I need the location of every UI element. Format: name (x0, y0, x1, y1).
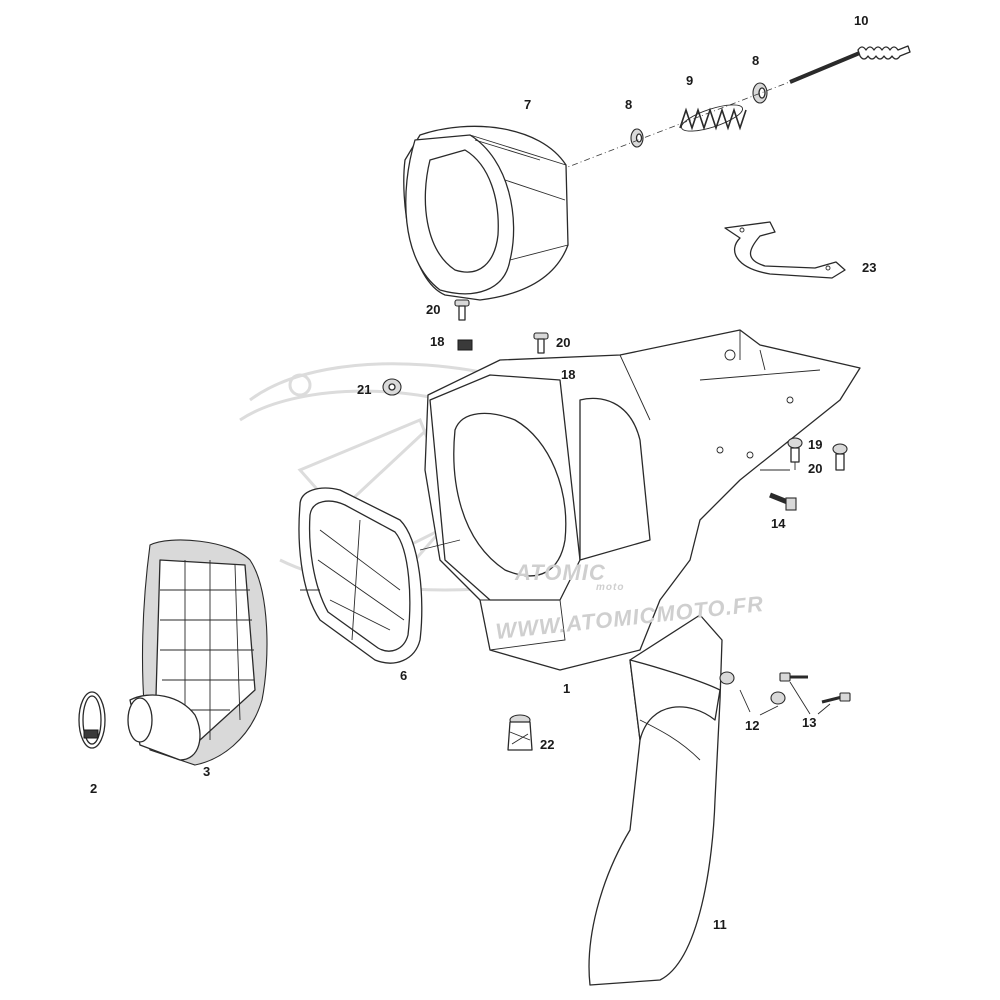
callout-18-left: 18 (430, 334, 445, 349)
callout-6: 6 (400, 668, 408, 683)
part-14-bolt (769, 492, 797, 511)
watermark-logo-subtext: moto (596, 582, 625, 593)
callout-8-upper: 8 (752, 53, 760, 68)
callout-20-middle: 20 (556, 335, 571, 350)
part-13-screw-lower (821, 692, 851, 704)
callout-1: 1 (563, 681, 571, 696)
callout-10: 10 (854, 13, 869, 28)
part-13-screw-upper (779, 672, 808, 682)
part-21-grommet (382, 378, 402, 396)
part-3-foam-filter (127, 539, 268, 766)
callout-12: 12 (745, 718, 760, 733)
part-8-washer-upper (752, 82, 768, 104)
callout-20-upper: 20 (426, 302, 441, 317)
part-12-nut-lower (770, 691, 786, 705)
part-10-threaded-rod (789, 45, 911, 84)
assembly-axis-line (559, 77, 801, 171)
part-22-drain-valve (507, 714, 533, 751)
callout-13: 13 (802, 715, 817, 730)
part-23-bracket (724, 221, 846, 279)
part-8-washer-lower (630, 128, 644, 148)
callout-23: 23 (862, 260, 877, 275)
leader-lines (739, 462, 831, 716)
part-19-nut (787, 437, 803, 463)
callout-20-right: 20 (808, 461, 823, 476)
callout-9: 9 (686, 73, 694, 88)
part-11-mudflap (588, 614, 723, 986)
part-20-screw-right (832, 443, 848, 471)
part-6-filter-cage (298, 487, 461, 664)
callout-22: 22 (540, 737, 555, 752)
part-20-screw-middle (533, 332, 549, 354)
callout-8-lower: 8 (625, 97, 633, 112)
callout-11: 11 (713, 917, 727, 932)
callout-3: 3 (203, 764, 211, 779)
part-2-hose-clamp (78, 691, 106, 749)
callout-19: 19 (808, 437, 823, 452)
callout-18-right: 18 (561, 367, 576, 382)
part-1-airbox (424, 329, 861, 671)
part-7-air-filter (403, 125, 569, 301)
watermark-logo-text: ATOMIC (515, 560, 606, 585)
part-18-clip-left (457, 339, 473, 351)
part-12-nut-upper (719, 671, 735, 685)
part-20-screw-upper (454, 299, 470, 321)
callout-7: 7 (524, 97, 532, 112)
callout-21: 21 (357, 382, 372, 397)
callout-14: 14 (771, 516, 786, 531)
callout-2: 2 (90, 781, 98, 796)
part-9-spring (679, 104, 747, 132)
